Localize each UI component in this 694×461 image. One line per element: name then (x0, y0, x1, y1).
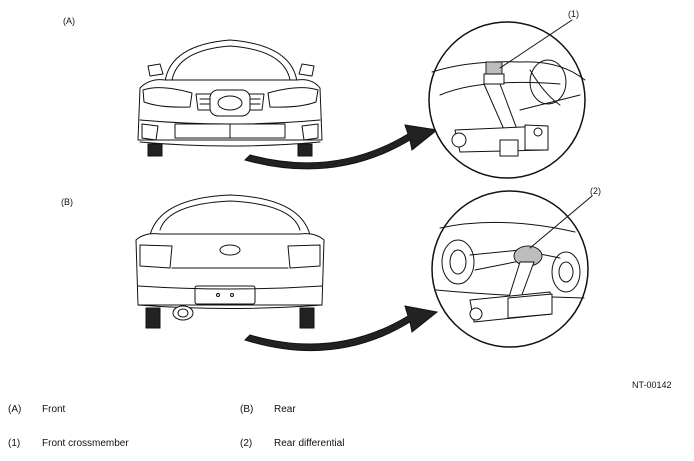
car-front-view (137, 39, 323, 157)
callout-2-label: (2) (590, 186, 601, 196)
legend-key-a: (A) (8, 404, 22, 415)
legend-text-rear-differential: Rear differential (274, 438, 345, 449)
detail-rear-jack (431, 190, 593, 348)
legend-text-front: Front (42, 404, 66, 415)
detail-front-jack (428, 19, 586, 179)
legend-text-rear: Rear (274, 404, 296, 415)
figure-code: NT-00142 (632, 380, 672, 390)
legend-key-b: (B) (240, 404, 254, 415)
panel-b-label: (B) (61, 197, 73, 207)
legend-text-front-crossmember: Front crossmember (42, 438, 129, 449)
car-rear-view (135, 194, 325, 329)
arrow-rear-to-detail (244, 305, 439, 352)
legend-key-1: (1) (8, 438, 21, 449)
legend-key-2: (2) (240, 438, 253, 449)
panel-a-label: (A) (63, 16, 75, 26)
callout-1-label: (1) (568, 9, 579, 19)
